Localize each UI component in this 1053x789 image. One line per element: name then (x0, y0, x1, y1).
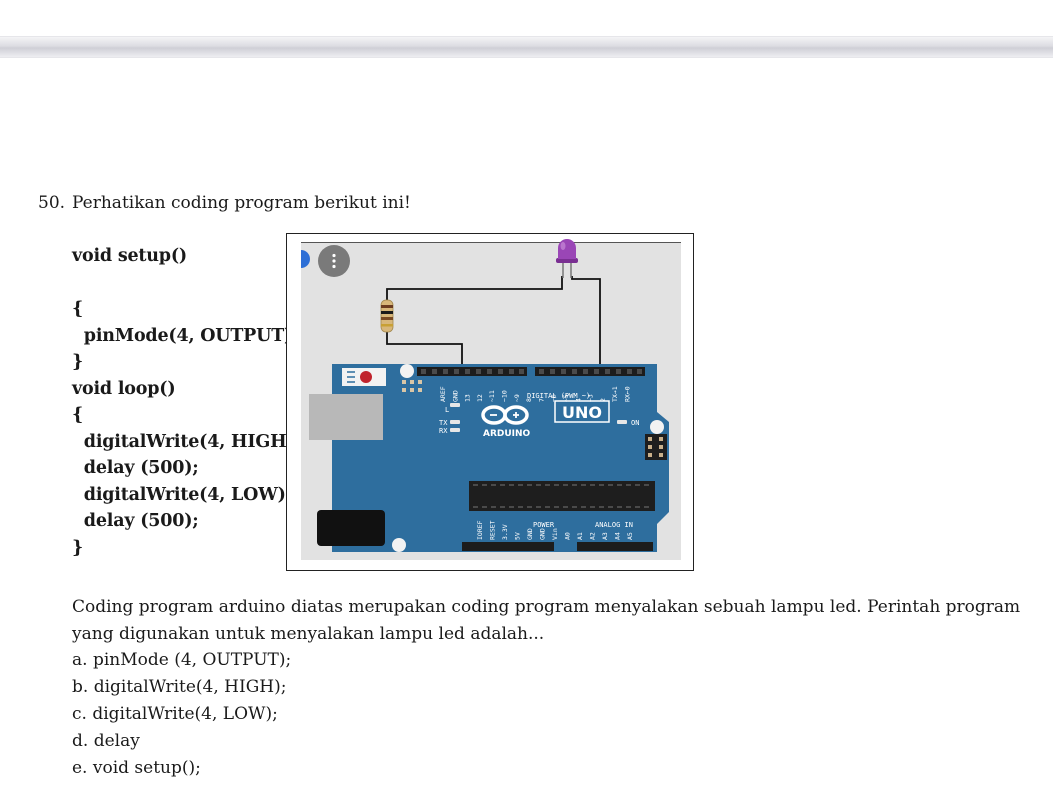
code-line: void setup() (72, 246, 188, 266)
top-pin-label: ~11 (488, 390, 496, 402)
tx-label: TX (439, 419, 448, 427)
code-line: void loop() (72, 378, 176, 399)
top-pin-label: ~9 (513, 394, 521, 402)
code-line (72, 270, 301, 297)
option-b[interactable]: b. digitalWrite(4, HIGH); (72, 677, 287, 697)
top-pin-label: ~6 (550, 394, 558, 402)
top-pin-label: 13 (464, 394, 472, 402)
blue-handle-icon (301, 250, 310, 268)
top-pin-label: 8 (525, 398, 533, 402)
top-pin-label: TX→1 (611, 386, 619, 402)
digital-label: DIGITAL (PWM ~) (527, 392, 590, 400)
code-line: } (72, 537, 84, 558)
wires (386, 276, 601, 371)
bottom-pin-label: Vin (551, 528, 559, 540)
option-d[interactable]: d. delay (72, 731, 140, 751)
bottom-pin-label: A1 (576, 532, 584, 540)
top-pin-label: ~3 (587, 394, 595, 402)
code-block: void setup() { pinMode(4, OUTPUT); } voi… (72, 243, 301, 561)
option-e[interactable]: e. void setup(); (72, 758, 201, 778)
bottom-pin-label: A4 (614, 532, 622, 540)
resistor (380, 299, 394, 333)
power-label: POWER (533, 521, 555, 529)
code-line: digitalWrite(4, HIGH); (72, 431, 301, 452)
bottom-pin-label: A3 (601, 532, 609, 540)
bottom-pin-label: GND (539, 528, 547, 540)
code-line: pinMode(4, OUTPUT); (72, 325, 299, 346)
uno-badge (554, 400, 610, 423)
bottom-pin-label: GND (526, 528, 534, 540)
analog-label: ANALOG IN (595, 521, 633, 529)
option-a[interactable]: a. pinMode (4, OUTPUT); (72, 650, 292, 670)
top-pin-label: 2 (599, 398, 607, 402)
top-pin-label: ~5 (562, 394, 570, 402)
bottom-pin-label: 3.3V (501, 524, 509, 540)
code-line: } (72, 352, 84, 372)
top-pin-label: ~10 (501, 390, 509, 402)
bottom-pin-label: A5 (626, 532, 634, 540)
top-pin-label: 4 (574, 398, 582, 402)
board-model-label: UNO (562, 403, 602, 422)
question-prompt: Perhatikan coding program berikut ini! (72, 193, 411, 213)
l-led-label: L (445, 406, 449, 414)
option-c[interactable]: c. digitalWrite(4, LOW); (72, 704, 278, 724)
code-line: { (72, 405, 84, 425)
top-pin-label: 7 (537, 398, 545, 402)
more-vertical-icon[interactable] (318, 245, 350, 277)
bottom-pin-label: RESET (489, 520, 497, 540)
code-line: delay (500); (72, 511, 199, 531)
bottom-pin-label: 5V (514, 532, 522, 540)
top-pin-label: GND (451, 390, 459, 402)
board-brand-label: ARDUINO (483, 429, 531, 439)
code-line: digitalWrite(4, LOW); (72, 484, 292, 505)
bottom-pin-label: A2 (589, 532, 597, 540)
arduino-logo-icon (481, 405, 529, 425)
description-line: Coding program arduino diatas merupakan … (72, 597, 1021, 617)
arduino-board (309, 364, 669, 552)
code-line: delay (500); (72, 458, 199, 478)
question-number: 50. (38, 193, 66, 213)
led (556, 239, 578, 278)
arduino-circuit-figure: UNO ARDUINO DIGITAL (PWM ~) L TX RX ON P… (286, 233, 694, 571)
answer-options: a. pinMode (4, OUTPUT); b. digitalWrite(… (72, 647, 291, 782)
top-pin-label: RX←0 (624, 386, 632, 402)
circuit-diagram: UNO ARDUINO DIGITAL (PWM ~) L TX RX ON P… (301, 239, 681, 560)
question-description: Coding program arduino diatas merupakan … (72, 594, 1021, 648)
top-toolbar-band (0, 36, 1053, 58)
code-line: { (72, 299, 84, 319)
top-pin-label: 12 (476, 394, 484, 402)
rx-label: RX (439, 427, 448, 435)
bottom-pin-label: A0 (564, 532, 572, 540)
description-line: yang digunakan untuk menyalakan lampu le… (72, 624, 545, 644)
top-pin-label: AREF (439, 386, 447, 402)
bottom-pin-label: IOREF (476, 520, 484, 540)
on-label: ON (631, 419, 639, 427)
